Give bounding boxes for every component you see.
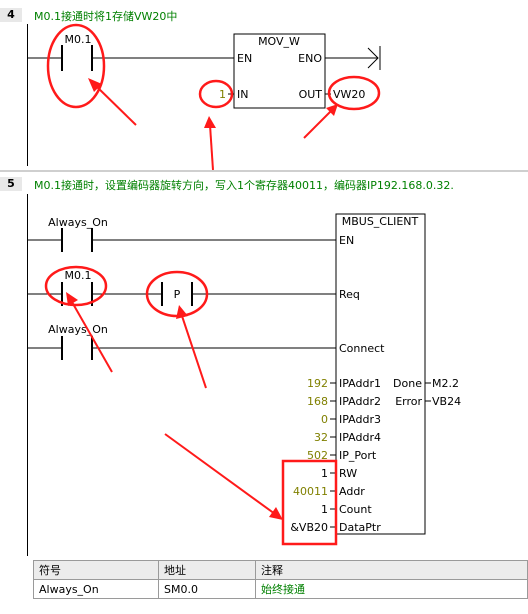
mbus-en-pin: EN <box>339 234 354 247</box>
mbus-input-value[interactable]: 502 <box>307 449 328 462</box>
mov-w-title: MOV_W <box>258 35 300 48</box>
annotation-arrow-icon <box>209 124 214 170</box>
highlight-ellipse-out-value <box>327 75 381 111</box>
mov-w-eno-pin: ENO <box>298 52 322 65</box>
contact-always-on-1-label[interactable]: Always_On <box>48 216 108 229</box>
network-5-ladder: Always_On M0.1 P Always_On MBUS_CLIENT E… <box>28 213 461 546</box>
mov-w-in-pin: IN <box>237 88 248 101</box>
symbol-table: 符号 地址 注释 Always_On SM0.0 始终接通 <box>33 560 528 599</box>
contact-always-on-2-label[interactable]: Always_On <box>48 323 108 336</box>
header-comment[interactable]: 注释 <box>255 560 528 580</box>
header-symbol[interactable]: 符号 <box>33 560 159 580</box>
mbus-input-value[interactable]: 32 <box>314 431 328 444</box>
rung-end-arrow-icon <box>367 47 379 69</box>
cell-address[interactable]: SM0.0 <box>158 579 256 599</box>
annotation-arrow-icon <box>93 83 137 126</box>
mbus-input-value[interactable]: &VB20 <box>290 521 328 534</box>
network-5-power-rail <box>27 194 28 556</box>
mov-w-in-value[interactable]: 1 <box>219 88 226 101</box>
annotation-arrow-icon <box>181 315 207 389</box>
mbus-input-pin: Addr <box>339 485 365 498</box>
mbus-output-value[interactable]: VB24 <box>432 395 461 408</box>
mbus-input-pin: DataPtr <box>339 521 381 534</box>
highlight-ellipse-m01 <box>44 265 108 307</box>
mbus-output-pin: Done <box>393 377 422 390</box>
mbus-input-pin: Count <box>339 503 372 516</box>
mbus-connect-pin: Connect <box>339 342 385 355</box>
mbus-input-value[interactable]: 1 <box>321 467 328 480</box>
mbus-input-pin: IPAddr1 <box>339 377 381 390</box>
mbus-input-value[interactable]: 192 <box>307 377 328 390</box>
mbus-input-value[interactable]: 40011 <box>293 485 328 498</box>
network-5-comment[interactable]: M0.1接通时，设置编码器旋转方向，写入1个寄存器40011，编码器IP192.… <box>34 179 454 192</box>
contact-m01-label[interactable]: M0.1 <box>65 269 92 282</box>
highlight-box-params <box>281 459 338 546</box>
network-number-4: 4 <box>0 8 22 22</box>
annotation-arrow-icon <box>71 301 113 373</box>
mbus-client-title: MBUS_CLIENT <box>342 215 419 228</box>
network-4-power-rail <box>27 24 28 166</box>
mbus-input-pin: IPAddr4 <box>339 431 381 444</box>
annotation-arrow-icon <box>303 109 333 139</box>
mov-w-en-pin: EN <box>237 52 252 65</box>
symbol-table-header: 符号 地址 注释 <box>33 560 528 580</box>
mbus-output-pin: Error <box>395 395 422 408</box>
mov-w-block[interactable] <box>233 33 326 109</box>
mov-w-out-value[interactable]: VW20 <box>333 88 365 101</box>
mbus-input-pin: IPAddr3 <box>339 413 381 426</box>
highlight-ellipse-in-value <box>198 79 234 109</box>
contact-m01-label[interactable]: M0.1 <box>65 33 92 46</box>
cell-comment[interactable]: 始终接通 <box>255 579 528 599</box>
table-row[interactable]: Always_On SM0.0 始终接通 <box>33 579 528 599</box>
network-number-5: 5 <box>0 177 22 191</box>
mbus-output-value[interactable]: M2.2 <box>432 377 459 390</box>
mbus-input-pin: IPAddr2 <box>339 395 381 408</box>
mbus-req-pin: Req <box>339 288 360 301</box>
cell-symbol[interactable]: Always_On <box>33 579 159 599</box>
mbus-input-value[interactable]: 168 <box>307 395 328 408</box>
mov-w-out-pin: OUT <box>299 88 323 101</box>
annotation-arrow-icon <box>164 433 276 515</box>
network-4-ladder: M0.1 MOV_W EN ENO IN OUT 1 VW20 <box>28 23 381 170</box>
network-4-comment[interactable]: M0.1接通时将1存储VW20中 <box>34 10 178 23</box>
positive-edge-label[interactable]: P <box>174 288 181 301</box>
mbus-input-value[interactable]: 0 <box>321 413 328 426</box>
mbus-input-pin: RW <box>339 467 357 480</box>
highlight-ellipse-m01 <box>46 23 106 109</box>
mbus-input-pin: IP_Port <box>339 449 377 462</box>
mbus-input-value[interactable]: 1 <box>321 503 328 516</box>
header-address[interactable]: 地址 <box>158 560 256 580</box>
network-separator <box>0 170 528 172</box>
mbus-client-block[interactable] <box>335 213 426 535</box>
